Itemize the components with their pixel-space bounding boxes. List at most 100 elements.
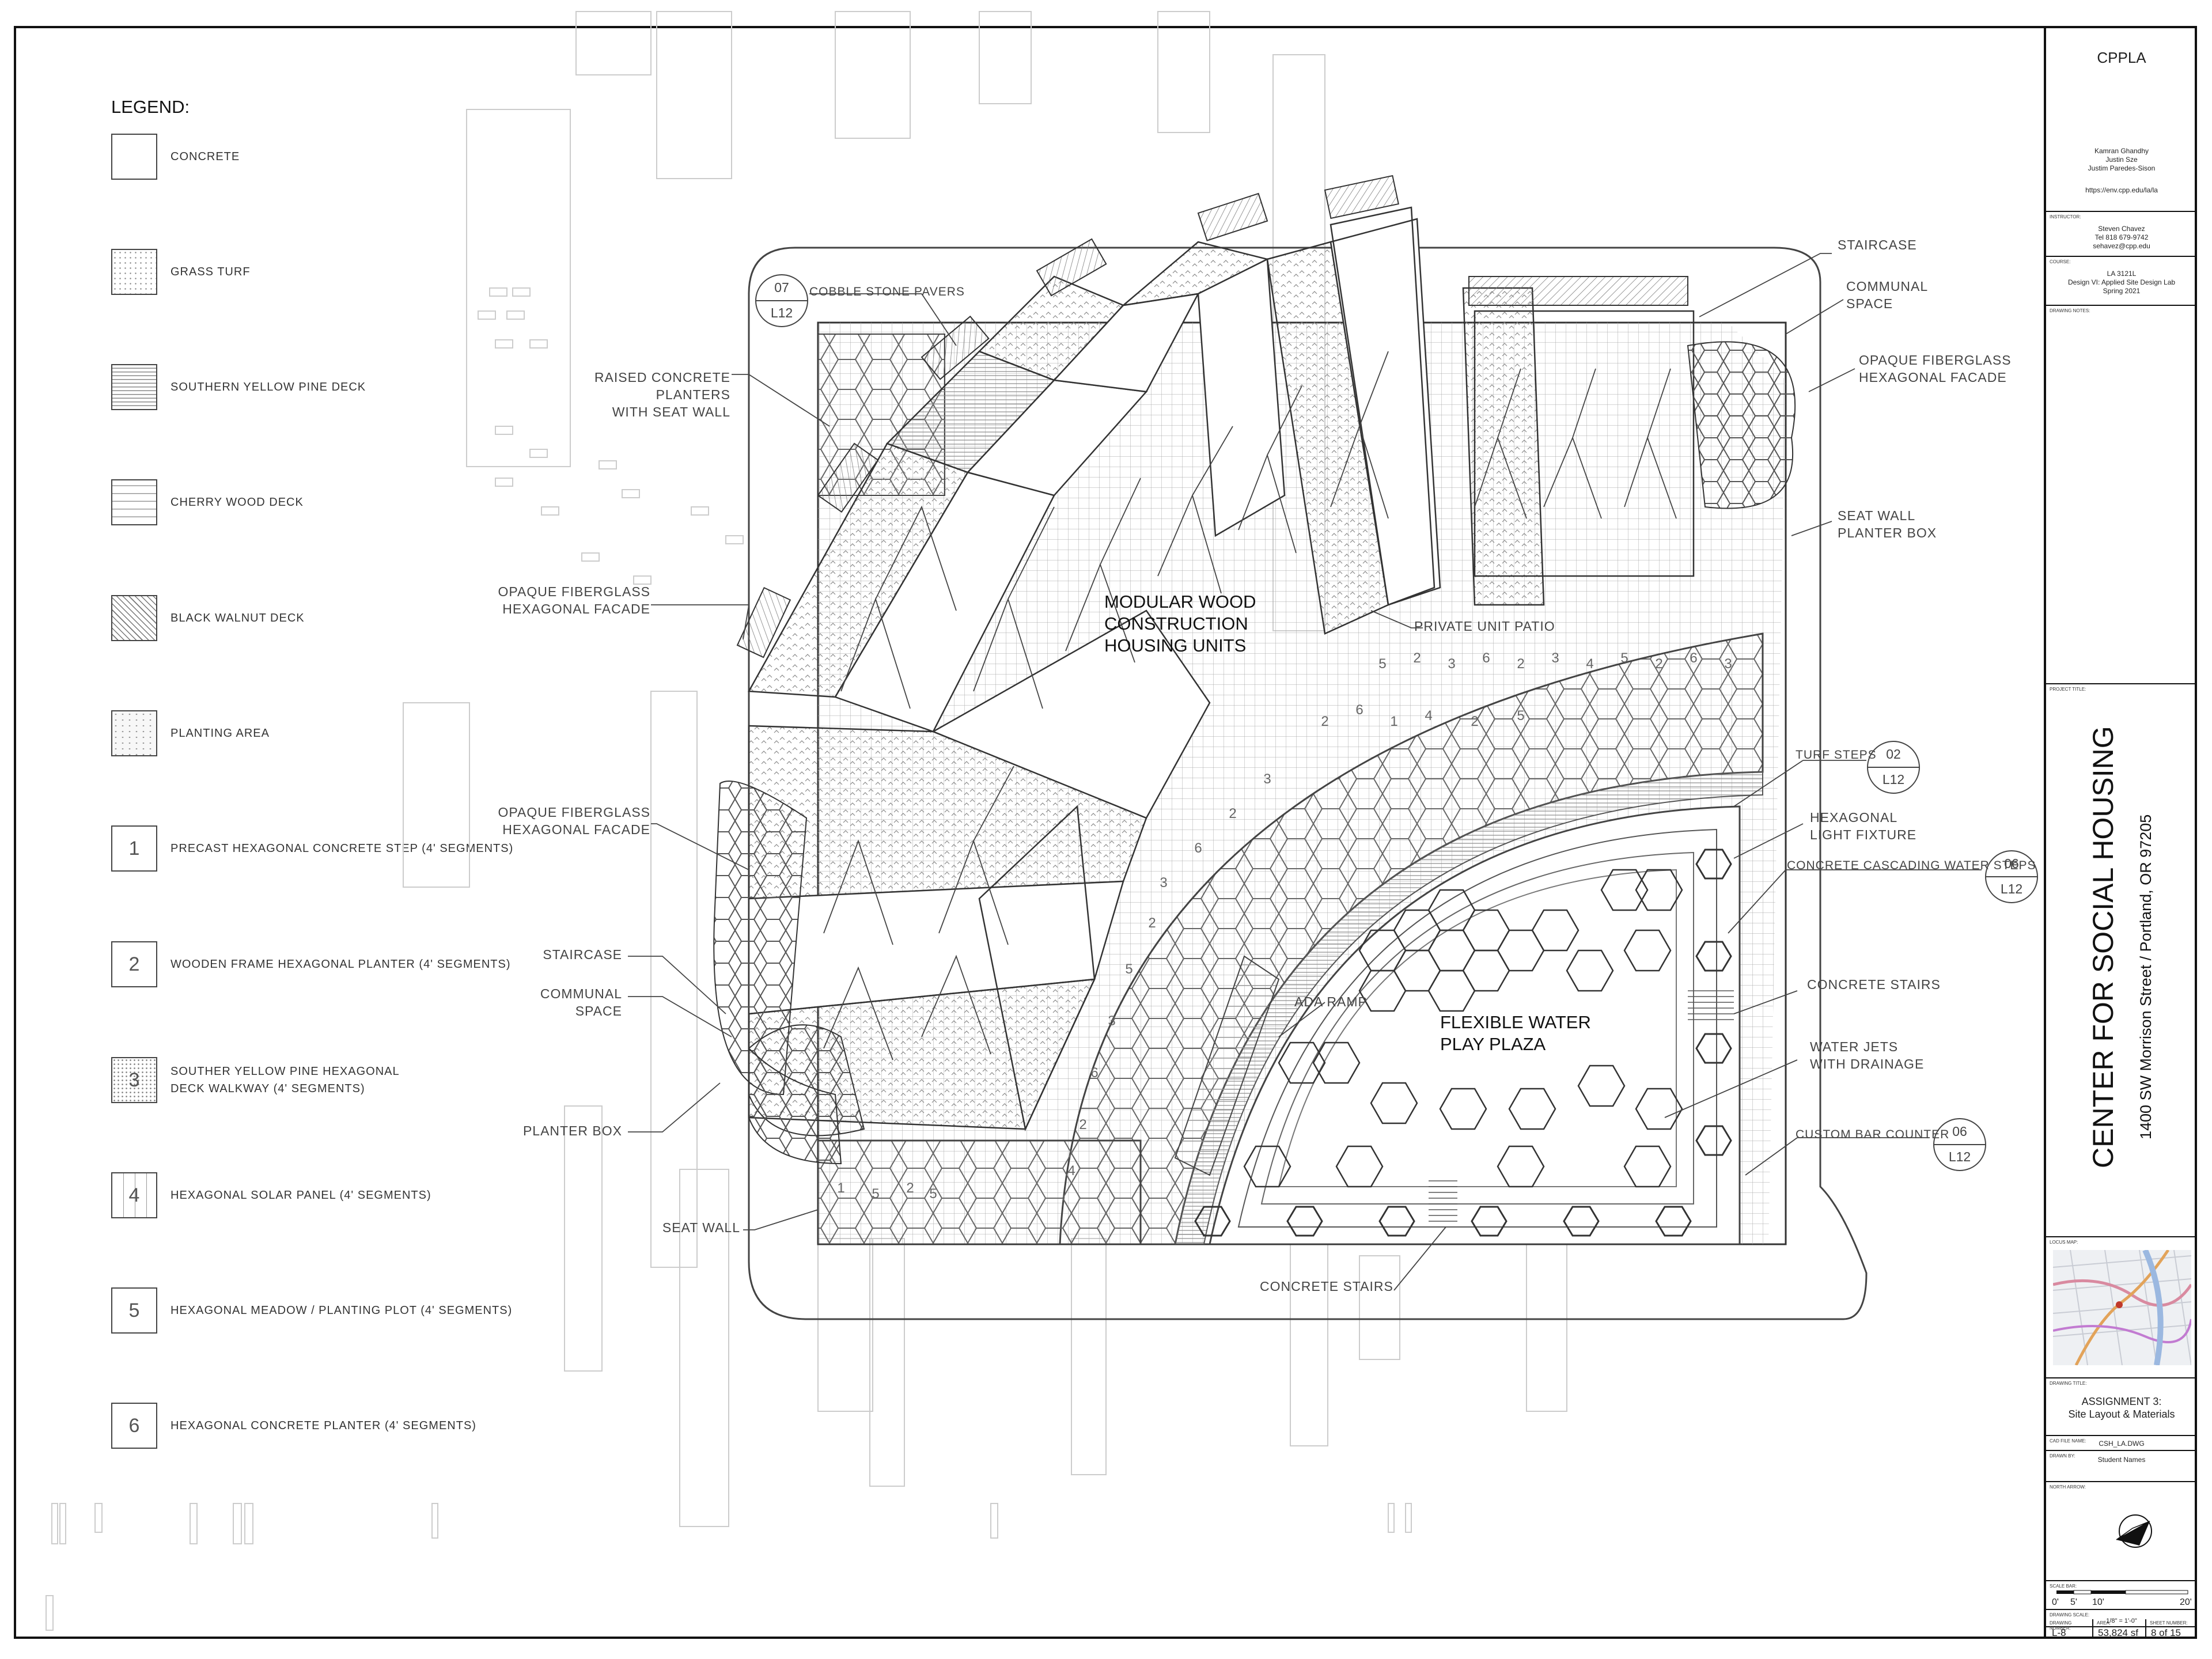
- legend-title: LEGEND:: [111, 97, 190, 117]
- svg-text:6: 6: [1482, 650, 1490, 666]
- team-member-3: Justim Paredes-Sison: [2088, 164, 2156, 172]
- label-light-fixture: HEXAGONAL LIGHT FIXTURE: [1810, 810, 1917, 842]
- legend-number: 5: [128, 1299, 140, 1321]
- legend-label: SOUTHER YELLOW PINE HEXAGONAL DECK WALKW…: [171, 1065, 400, 1095]
- tb-drawing-notes: DRAWING NOTES:: [2046, 306, 2197, 684]
- svg-text:5: 5: [872, 1186, 879, 1202]
- project-title: CENTER FOR SOCIAL HOUSING: [2087, 726, 2119, 1168]
- team-member-1: Kamran Ghandhy: [2094, 147, 2149, 155]
- scale-0: 0': [2052, 1597, 2059, 1607]
- svg-text:2: 2: [1321, 714, 1328, 729]
- svg-text:2: 2: [1413, 650, 1421, 666]
- legend-swatch: [111, 249, 157, 295]
- svg-text:3: 3: [1263, 771, 1271, 787]
- tb-north-arrow: NORTH ARROW:: [2046, 1482, 2197, 1581]
- legend-swatch: [111, 1287, 157, 1334]
- svg-text:5: 5: [1517, 708, 1524, 724]
- label-concrete-stairs-bottom: CONCRETE STAIRS: [1260, 1279, 1393, 1294]
- locus-map-image: [2053, 1250, 2191, 1365]
- sheet-border: [14, 26, 2197, 1639]
- legend-number: 6: [128, 1414, 140, 1437]
- svg-text:5: 5: [1378, 656, 1386, 672]
- legend-swatch: [111, 479, 157, 525]
- legend-label: CHERRY WOOD DECK: [171, 496, 304, 509]
- tb-drawn-by: DRAWN BY: Student Names: [2046, 1451, 2197, 1482]
- label-facade-upper: OPAQUE FIBERGLASS HEXAGONAL FACADE: [498, 584, 650, 616]
- label-cobble-stone-pavers: COBBLE STONE PAVERS: [809, 285, 965, 298]
- svg-text:2: 2: [1148, 915, 1156, 931]
- scale-5: 5': [2070, 1597, 2077, 1607]
- label-planter-box: PLANTER BOX: [522, 1123, 622, 1138]
- legend-swatch: [111, 1403, 157, 1449]
- svg-text:5: 5: [1125, 961, 1132, 977]
- svg-text:6: 6: [1355, 702, 1363, 718]
- legend-swatch: [111, 1172, 157, 1218]
- tb-numbers: DRAWING NUMBER: L-8 AREA: 53,824 sf SHEE…: [2046, 1619, 2197, 1639]
- label-facade-right: OPAQUE FIBERGLASS HEXAGONAL FACADE: [1859, 353, 2012, 385]
- label-water-play-plaza: FLEXIBLE WATER PLAY PLAZA: [1440, 1012, 1591, 1054]
- firm-url[interactable]: https://env.cpp.edu/la/la: [2085, 186, 2158, 194]
- detail-ref-06a: 06 L12: [2000, 856, 2023, 896]
- label-seat-wall: SEAT WALL: [662, 1220, 740, 1235]
- svg-text:2: 2: [1655, 656, 1662, 672]
- svg-text:1: 1: [837, 1180, 844, 1196]
- svg-text:5: 5: [929, 1186, 937, 1202]
- label-communal-left: COMMUNAL SPACE: [540, 986, 622, 1018]
- legend-swatch: [111, 364, 157, 410]
- legend-label: SOUTHERN YELLOW PINE DECK: [171, 381, 366, 393]
- label-facade-middle: OPAQUE FIBERGLASS HEXAGONAL FACADE: [498, 805, 650, 837]
- label-staircase-left: STAIRCASE: [543, 947, 622, 962]
- label-raised-planters: RAISED CONCRETE PLANTERS WITH SEAT WALL: [594, 370, 730, 419]
- north-arrow-icon: [2116, 1514, 2152, 1548]
- tb-firm: CPPLA Kamran Ghandhy Justin Sze Justim P…: [2046, 26, 2197, 212]
- legend-swatch: [111, 595, 157, 641]
- svg-text:6: 6: [1090, 1065, 1098, 1081]
- svg-text:2: 2: [1079, 1117, 1086, 1132]
- legend-label: PLANTING AREA: [171, 727, 270, 740]
- tb-drawing-title: DRAWING TITLE: ASSIGNMENT 3: Site Layout…: [2046, 1378, 2197, 1436]
- legend-label: HEXAGONAL SOLAR PANEL (4' SEGMENTS): [171, 1189, 431, 1202]
- tb-scale-bar: SCALE BAR: 0' 5' 10' 20': [2046, 1581, 2197, 1610]
- legend-label: GRASS TURF: [171, 266, 251, 278]
- scale-20: 20': [2180, 1597, 2192, 1607]
- tb-project-title: PROJECT TITLE: CENTER FOR SOCIAL HOUSING…: [2046, 684, 2197, 1237]
- svg-text:2: 2: [1229, 806, 1236, 821]
- tb-cad-file: CAD FILE NAME: CSH_LA.DWG: [2046, 1436, 2197, 1451]
- legend-swatch: [111, 941, 157, 987]
- svg-text:5: 5: [1620, 650, 1628, 666]
- label-seat-wall-planter: SEAT WALL PLANTER BOX: [1838, 508, 1937, 540]
- svg-text:2: 2: [1471, 714, 1478, 729]
- legend-label: BLACK WALNUT DECK: [171, 612, 305, 624]
- drawing-title-line-2: Site Layout & Materials: [2068, 1408, 2175, 1420]
- label-private-unit-patio: PRIVATE UNIT PATIO: [1414, 619, 1555, 634]
- legend-label: CONCRETE: [171, 150, 240, 163]
- detail-ref-07: 07 L12: [770, 280, 793, 320]
- tb-instructor: INSTRUCTOR: Steven Chavez Tel 818 679-97…: [2046, 212, 2197, 257]
- tb-course: COURSE: LA 3121L Design VI: Applied Site…: [2046, 257, 2197, 306]
- legend-label: HEXAGONAL MEADOW / PLANTING PLOT (4' SEG…: [171, 1304, 513, 1317]
- detail-ref-02: 02 L12: [1882, 747, 1905, 787]
- scale-10: 10': [2092, 1597, 2104, 1607]
- legend-swatch: [111, 710, 157, 756]
- svg-text:3: 3: [1160, 875, 1167, 891]
- svg-text:3: 3: [1448, 656, 1455, 672]
- detail-ref-06b: 06 L12: [1948, 1124, 1971, 1164]
- tb-drawing-scale: DRAWING SCALE: 1/8" = 1'-0": [2046, 1610, 2197, 1627]
- label-water-steps: CONCRETE CASCADING WATER STEPS: [1787, 859, 2036, 872]
- legend-swatch: [111, 134, 157, 180]
- svg-text:4: 4: [1425, 708, 1432, 724]
- legend-label: WOODEN FRAME HEXAGONAL PLANTER (4' SEGME…: [171, 958, 511, 971]
- svg-text:6: 6: [1194, 840, 1202, 856]
- svg-text:4: 4: [1586, 656, 1593, 672]
- label-water-jets: WATER JETS WITH DRAINAGE: [1810, 1039, 1925, 1071]
- svg-text:1: 1: [1390, 714, 1397, 729]
- svg-text:3: 3: [1551, 650, 1559, 666]
- project-address: 1400 SW Morrison Street / Portland, OR 9…: [2137, 814, 2154, 1139]
- label-ada-ramp: ADA RAMP: [1294, 994, 1368, 1009]
- firm-name: CPPLA: [2097, 49, 2146, 66]
- svg-text:3: 3: [1724, 656, 1732, 672]
- label-communal-right: COMMUNAL SPACE: [1846, 279, 1929, 311]
- legend-label: HEXAGONAL CONCRETE PLANTER (4' SEGMENTS): [171, 1419, 476, 1432]
- svg-text:2: 2: [906, 1180, 914, 1196]
- drawing-title-line-1: ASSIGNMENT 3:: [2081, 1396, 2162, 1407]
